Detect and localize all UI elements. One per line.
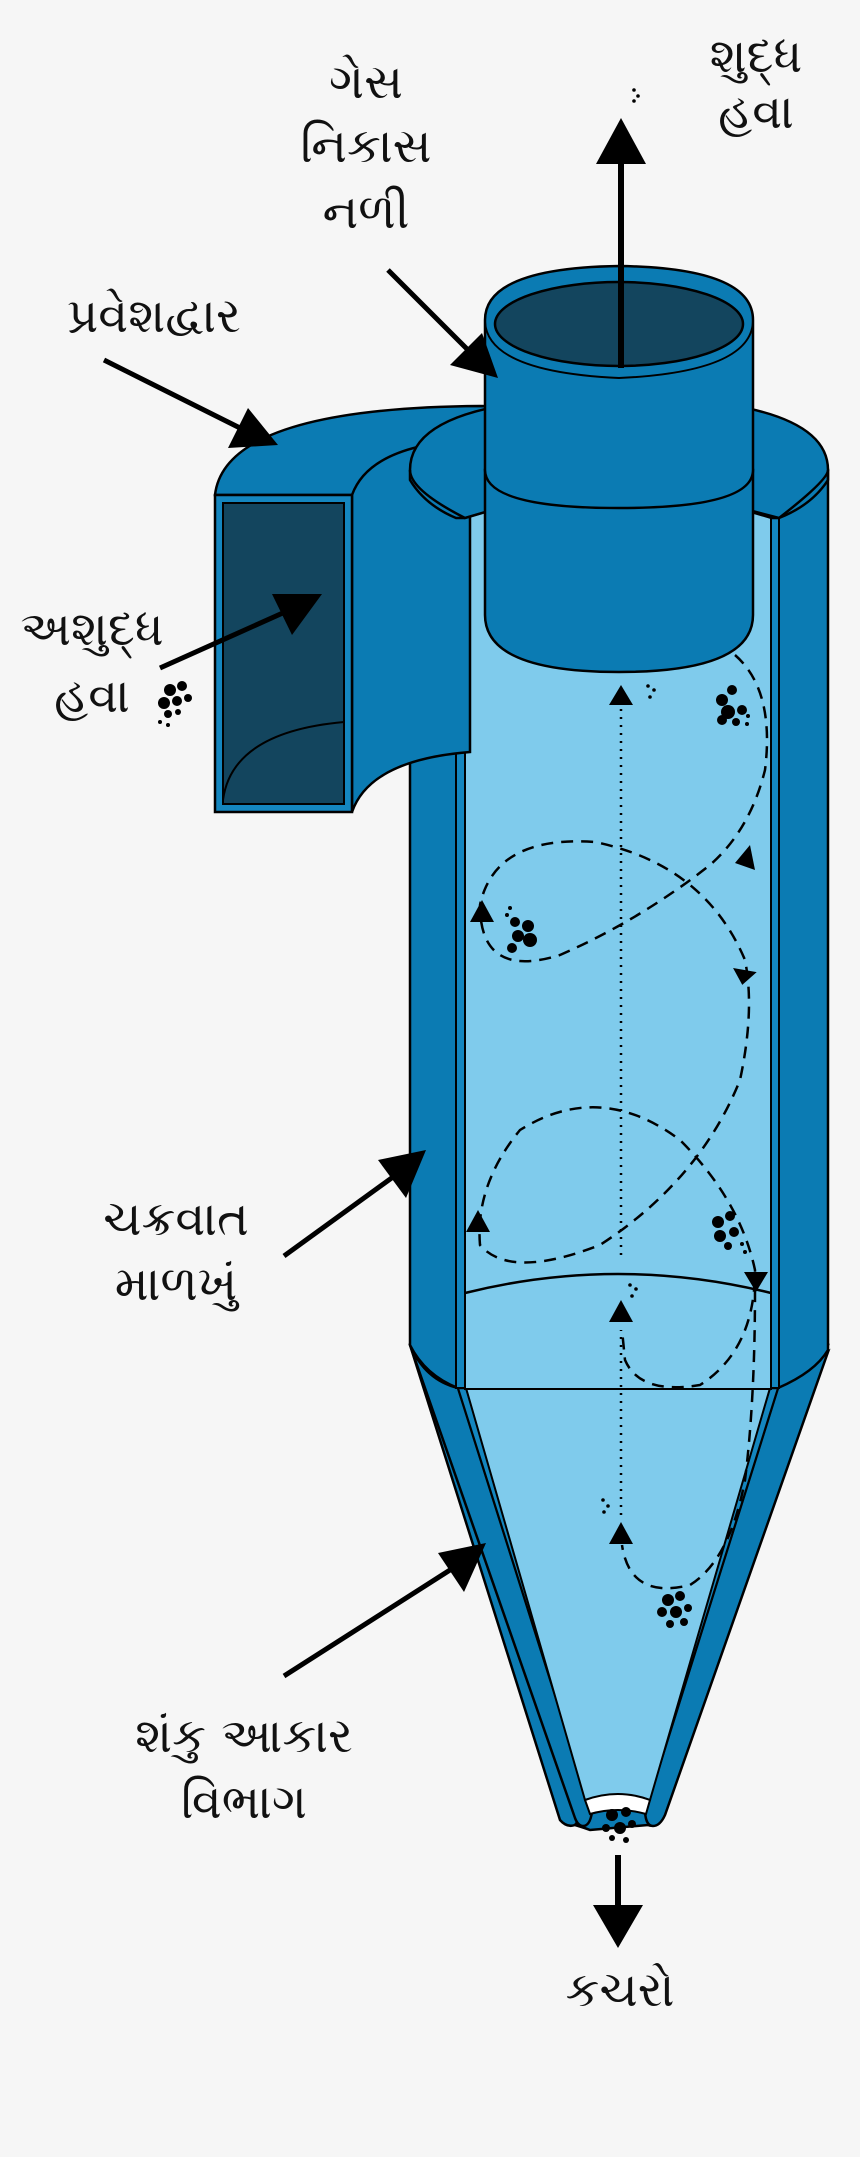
pointer-cone-section <box>282 1567 452 1679</box>
label-cone-section-line-1: શંકુ આકાર <box>135 1708 353 1764</box>
pointer-dirty-air <box>158 609 287 671</box>
cone-outer-left <box>408 1344 594 1828</box>
dust-cluster-2 <box>505 906 537 953</box>
pointer-arrows <box>102 268 498 1679</box>
label-gas-outlet-line-2: નિકાસ <box>300 118 431 174</box>
spiral-arrow-2 <box>470 900 494 922</box>
label-cone-section-line-2: વિભાગ <box>181 1774 307 1830</box>
pointer-cyclone-body-head <box>378 1150 426 1198</box>
inlet-opening <box>222 502 345 805</box>
spiral-arrow-4 <box>466 1210 490 1232</box>
pointer-gas-outlet-head <box>450 333 498 378</box>
label-clean-air-line-2: હવા <box>718 84 794 140</box>
inlet-duct-side <box>350 438 472 813</box>
spiral-downflow-lower <box>620 1289 757 1590</box>
vortex-finder-lower <box>483 468 755 674</box>
pointer-dirty-air-head <box>272 594 322 635</box>
dust-cluster-inlet <box>158 681 192 727</box>
main-arrows <box>593 118 646 1948</box>
gas-outlet-rim <box>484 321 754 380</box>
label-inlet: પ્રવેશદ્વાર <box>67 288 241 344</box>
central-updraft-arrow-3 <box>609 1522 633 1544</box>
pointer-cyclone-body <box>282 1174 395 1259</box>
pointer-gas-outlet <box>386 268 472 354</box>
cone-section <box>408 1343 831 1832</box>
central-updraft-arrow-2 <box>609 1300 633 1322</box>
pointer-inlet-head <box>228 408 278 448</box>
cylinder-wall-right <box>770 517 780 1389</box>
label-gas-outlet-line-1: ગેસ <box>329 54 403 110</box>
flow-lines <box>466 654 769 1590</box>
dust-particles <box>158 88 750 1843</box>
label-dirty-air-line-2: હવા <box>54 668 130 724</box>
dust-cluster-4 <box>657 1591 692 1628</box>
label-cyclone-body-line-2: માળખું <box>115 1256 240 1312</box>
cylinder-cone-seam <box>464 1272 772 1295</box>
dust-outlet <box>583 1793 652 1816</box>
inlet-internal-curve <box>222 721 345 801</box>
fine-particles <box>601 88 656 1514</box>
roof-edge-left <box>408 470 465 520</box>
waste-out-arrowhead <box>593 1905 643 1948</box>
spiral-arrow-1 <box>735 845 755 870</box>
clean-air-out-arrowhead <box>596 118 646 164</box>
label-gas-outlet-line-3: નળી <box>323 184 410 240</box>
spiral-arrow-3 <box>733 967 757 985</box>
label-waste: કચરો <box>565 1962 674 2018</box>
text-labels: ગેસ નિકાસ નળી શુદ્ધ હવા પ્રવેશદ્વાર અશુદ… <box>20 28 802 2018</box>
pointer-inlet <box>102 357 242 431</box>
dust-cluster-3 <box>712 1211 747 1254</box>
label-dirty-air-line-1: અશુદ્ધ <box>20 601 163 658</box>
spiral-arrow-5 <box>744 1272 768 1292</box>
dust-cluster-1 <box>716 685 750 726</box>
roof-edge-right <box>771 470 830 520</box>
label-clean-air-line-1: શુદ્ધ <box>710 28 803 85</box>
central-updraft-arrow-1 <box>609 685 633 705</box>
label-cyclone-body-line-1: ચક્રવાત <box>103 1191 249 1247</box>
dust-cluster-outlet <box>602 1807 636 1843</box>
pointer-cone-section-head <box>438 1543 486 1592</box>
